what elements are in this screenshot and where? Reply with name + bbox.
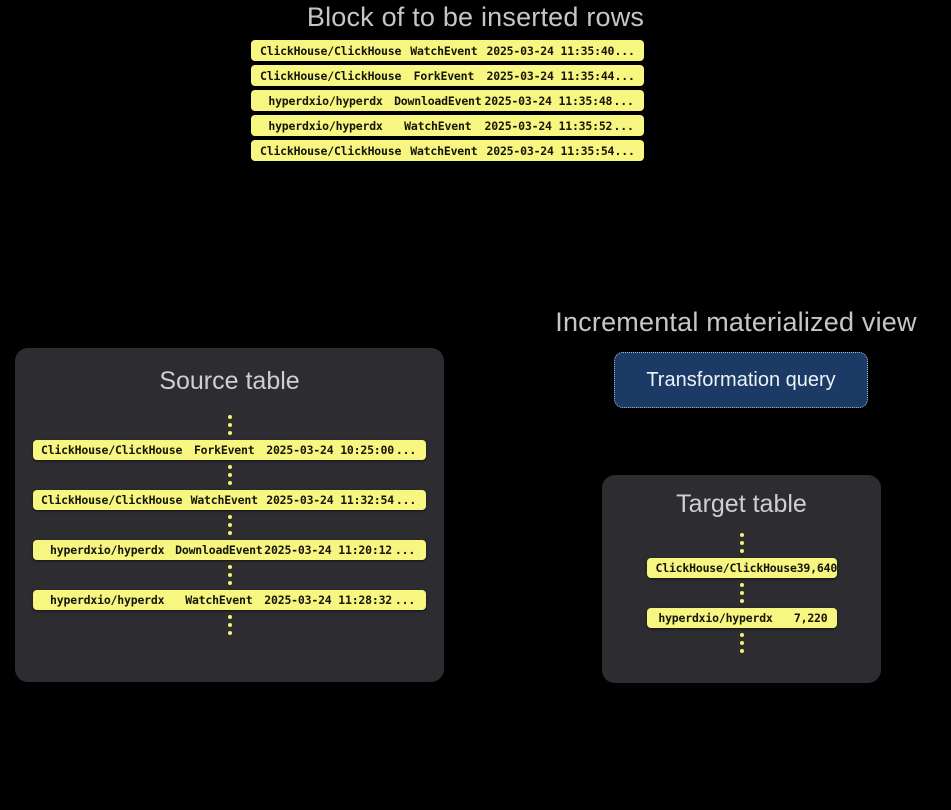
row-separator-dots bbox=[227, 415, 232, 435]
source-table-title: Source table bbox=[159, 367, 300, 395]
row-repo: ClickHouse/ClickHouse bbox=[41, 443, 183, 457]
row-ellipsis: ... bbox=[394, 543, 416, 557]
row-event: DownloadEvent bbox=[175, 543, 263, 557]
row-timestamp: 2025-03-24 11:35:44 bbox=[486, 68, 615, 83]
row-timestamp: 2025-03-24 11:32:54 bbox=[266, 493, 394, 507]
row-event: DownloadEvent bbox=[394, 93, 482, 108]
row-repo: hyperdxio/hyperdx bbox=[50, 543, 165, 557]
table-row[interactable]: ClickHouse/ClickHouse WatchEvent 2025-03-2… bbox=[251, 40, 644, 61]
row-repo: hyperdxio/hyperdx bbox=[50, 593, 165, 607]
row-timestamp: 2025-03-24 11:35:40 bbox=[486, 43, 615, 58]
incremental-materialized-view-title: Incremental materialized view bbox=[555, 307, 917, 337]
row-event: WatchEvent bbox=[190, 493, 258, 507]
row-timestamp: 2025-03-24 11:35:48 bbox=[484, 93, 613, 108]
table-row[interactable]: ClickHouse/ClickHouse WatchEvent 2025-03-2… bbox=[33, 490, 426, 510]
row-timestamp: 2025-03-24 11:20:12 bbox=[264, 543, 393, 557]
transformation-query-box[interactable]: Transformation query bbox=[614, 352, 868, 408]
row-timestamp: 2025-03-24 11:35:54 bbox=[486, 143, 615, 158]
row-event: WatchEvent bbox=[410, 143, 478, 158]
row-timestamp: 2025-03-24 11:35:52 bbox=[484, 118, 613, 133]
row-separator-dots bbox=[227, 615, 232, 635]
row-ellipsis: ... bbox=[394, 593, 416, 607]
row-ellipsis: ... bbox=[614, 143, 635, 158]
row-count: 7,220 bbox=[793, 611, 828, 625]
row-repo: ClickHouse/ClickHouse bbox=[260, 143, 402, 158]
table-row[interactable]: hyperdxio/hyperdx WatchEvent 2025-03-24 11… bbox=[33, 590, 426, 610]
row-repo: hyperdxio/hyperdx bbox=[658, 611, 773, 625]
table-row[interactable]: ClickHouse/ClickHouse ForkEvent 2025-03-24… bbox=[251, 65, 644, 86]
row-repo: ClickHouse/ClickHouse bbox=[41, 493, 183, 507]
table-row[interactable]: ClickHouse/ClickHouse WatchEvent 2025-03-2… bbox=[251, 140, 644, 161]
row-ellipsis: ... bbox=[395, 443, 417, 457]
row-ellipsis: ... bbox=[614, 43, 635, 58]
row-timestamp: 2025-03-24 10:25:00 bbox=[266, 443, 394, 457]
row-repo: hyperdxio/hyperdx bbox=[268, 93, 383, 108]
row-event: WatchEvent bbox=[410, 43, 478, 58]
row-ellipsis: ... bbox=[614, 68, 635, 83]
row-separator-dots bbox=[739, 583, 744, 603]
row-ellipsis: ... bbox=[395, 493, 417, 507]
source-table-rows: ClickHouse/ClickHouse ForkEvent 2025-03-24… bbox=[15, 410, 444, 640]
table-row[interactable]: hyperdxio/hyperdx WatchEvent 2025-03-24 11… bbox=[251, 115, 644, 136]
row-event: WatchEvent bbox=[404, 118, 472, 133]
row-separator-dots bbox=[227, 465, 232, 485]
row-event: ForkEvent bbox=[413, 68, 475, 83]
row-separator-dots bbox=[227, 565, 232, 585]
row-separator-dots bbox=[739, 633, 744, 653]
row-ellipsis: ... bbox=[613, 118, 634, 133]
row-repo: ClickHouse/ClickHouse bbox=[260, 68, 402, 83]
row-timestamp: 2025-03-24 11:28:32 bbox=[264, 593, 393, 607]
source-table-panel: Source table ClickHouse/ClickHouse ForkEv… bbox=[15, 348, 444, 682]
row-repo: hyperdxio/hyperdx bbox=[268, 118, 383, 133]
row-repo: ClickHouse/ClickHouse bbox=[260, 43, 402, 58]
table-row[interactable]: hyperdxio/hyperdx 7,220 bbox=[646, 608, 837, 628]
table-row[interactable]: ClickHouse/ClickHouse ForkEvent 2025-03-24… bbox=[33, 440, 426, 460]
row-separator-dots bbox=[739, 533, 744, 553]
row-event: WatchEvent bbox=[185, 593, 253, 607]
row-separator-dots bbox=[227, 515, 232, 535]
row-ellipsis: ... bbox=[613, 93, 634, 108]
row-count: 39,640 bbox=[796, 561, 837, 575]
row-repo: ClickHouse/ClickHouse bbox=[655, 561, 797, 575]
target-table-title: Target table bbox=[676, 490, 807, 518]
row-event: ForkEvent bbox=[193, 443, 255, 457]
block-of-rows-title: Block of to be inserted rows bbox=[306, 2, 645, 32]
